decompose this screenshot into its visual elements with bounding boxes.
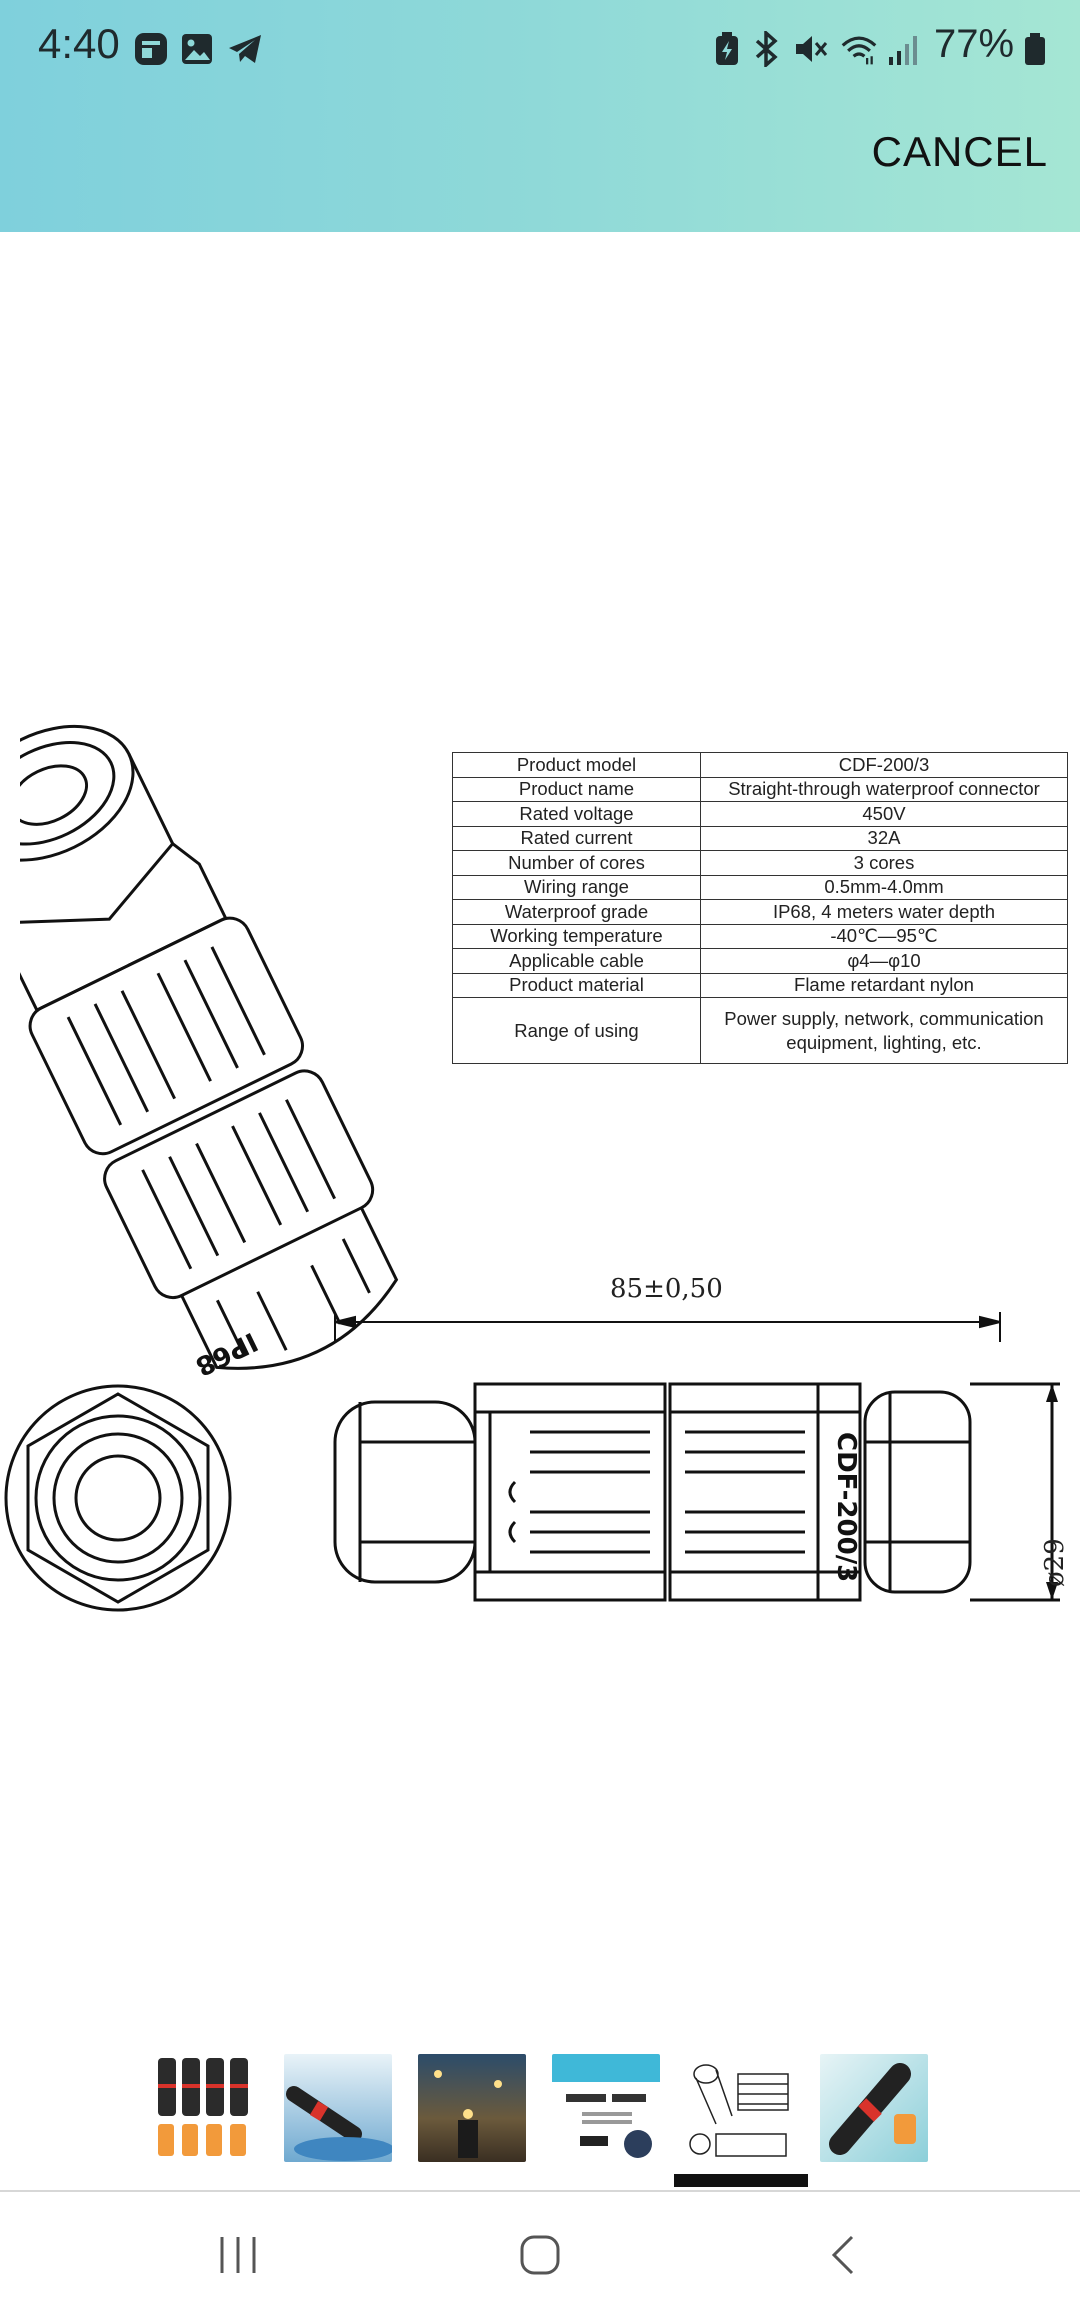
spec-key: Working temperature (452, 923, 701, 949)
spec-key: Range of using (452, 997, 701, 1064)
spec-key: Rated current (452, 825, 701, 851)
connector-side-view-drawing: CDF-200/3 (333, 1382, 1060, 1602)
status-bar: 4:40 77% (0, 0, 1080, 96)
spec-key: Waterproof grade (452, 899, 701, 925)
wifi-icon (840, 30, 878, 68)
spec-value: 450V (700, 801, 1068, 827)
navigation-bar (0, 2190, 1080, 2316)
thumb-dimension-drawing[interactable] (686, 2054, 794, 2162)
spec-key: Applicable cable (452, 948, 701, 974)
cancel-button[interactable]: CANCEL (871, 128, 1048, 175)
spec-value: IP68, 4 meters water depth (700, 899, 1068, 925)
gallery-icon (178, 30, 216, 68)
notification-icon (132, 30, 170, 68)
spec-value: φ4—φ10 (700, 948, 1068, 974)
thumb-connectors-set[interactable] (150, 2054, 258, 2162)
spec-value: Straight-through waterproof connector (700, 776, 1068, 802)
spec-value: 32A (700, 825, 1068, 851)
spec-key: Product material (452, 972, 701, 998)
thumb-water-splash[interactable] (284, 2054, 392, 2162)
top-app-bar: 4:40 77% CANCEL (0, 0, 1080, 232)
back-icon[interactable] (804, 2220, 884, 2290)
recents-icon[interactable] (198, 2220, 278, 2290)
spec-value: 3 cores (700, 850, 1068, 876)
table-row: Working temperature-40℃—95℃ (452, 923, 1068, 949)
thumbnail-strip (0, 2050, 1080, 2190)
spec-key: Product name (452, 776, 701, 802)
spec-key: Rated voltage (452, 801, 701, 827)
length-dimension-line (334, 1312, 1001, 1342)
diameter-dimension: ø29 (1040, 1538, 1070, 1587)
mute-icon (792, 30, 830, 68)
battery-icon (1016, 30, 1054, 68)
spec-key: Product model (452, 752, 701, 778)
spec-value: Flame retardant nylon (700, 972, 1068, 998)
status-time: 4:40 (38, 20, 120, 67)
spec-value: -40℃—95℃ (700, 923, 1068, 949)
selected-thumbnail-indicator (674, 2174, 808, 2187)
thumb-installation-steps[interactable] (552, 2054, 660, 2162)
battery-saver-icon (708, 30, 746, 68)
spec-key: Number of cores (452, 850, 701, 876)
bluetooth-icon (748, 30, 786, 68)
spec-value: CDF-200/3 (700, 752, 1068, 778)
home-icon[interactable] (500, 2220, 580, 2290)
battery-percent: 77% (934, 22, 1015, 66)
spec-value: 0.5mm-4.0mm (700, 874, 1068, 900)
spec-key: Wiring range (452, 874, 701, 900)
body-marking: CDF-200/3 (831, 1432, 861, 1582)
thumb-connector-water[interactable] (820, 2054, 928, 2162)
thumb-outdoor-lights[interactable] (418, 2054, 526, 2162)
spec-value: Power supply, network, communication equ… (700, 997, 1068, 1064)
connector-end-view-drawing (4, 1384, 232, 1612)
signal-icon (886, 30, 924, 68)
telegram-icon (226, 30, 264, 68)
connector-perspective-drawing: IP68 (20, 724, 399, 1381)
length-dimension: 85±0,50 (610, 1274, 723, 1304)
